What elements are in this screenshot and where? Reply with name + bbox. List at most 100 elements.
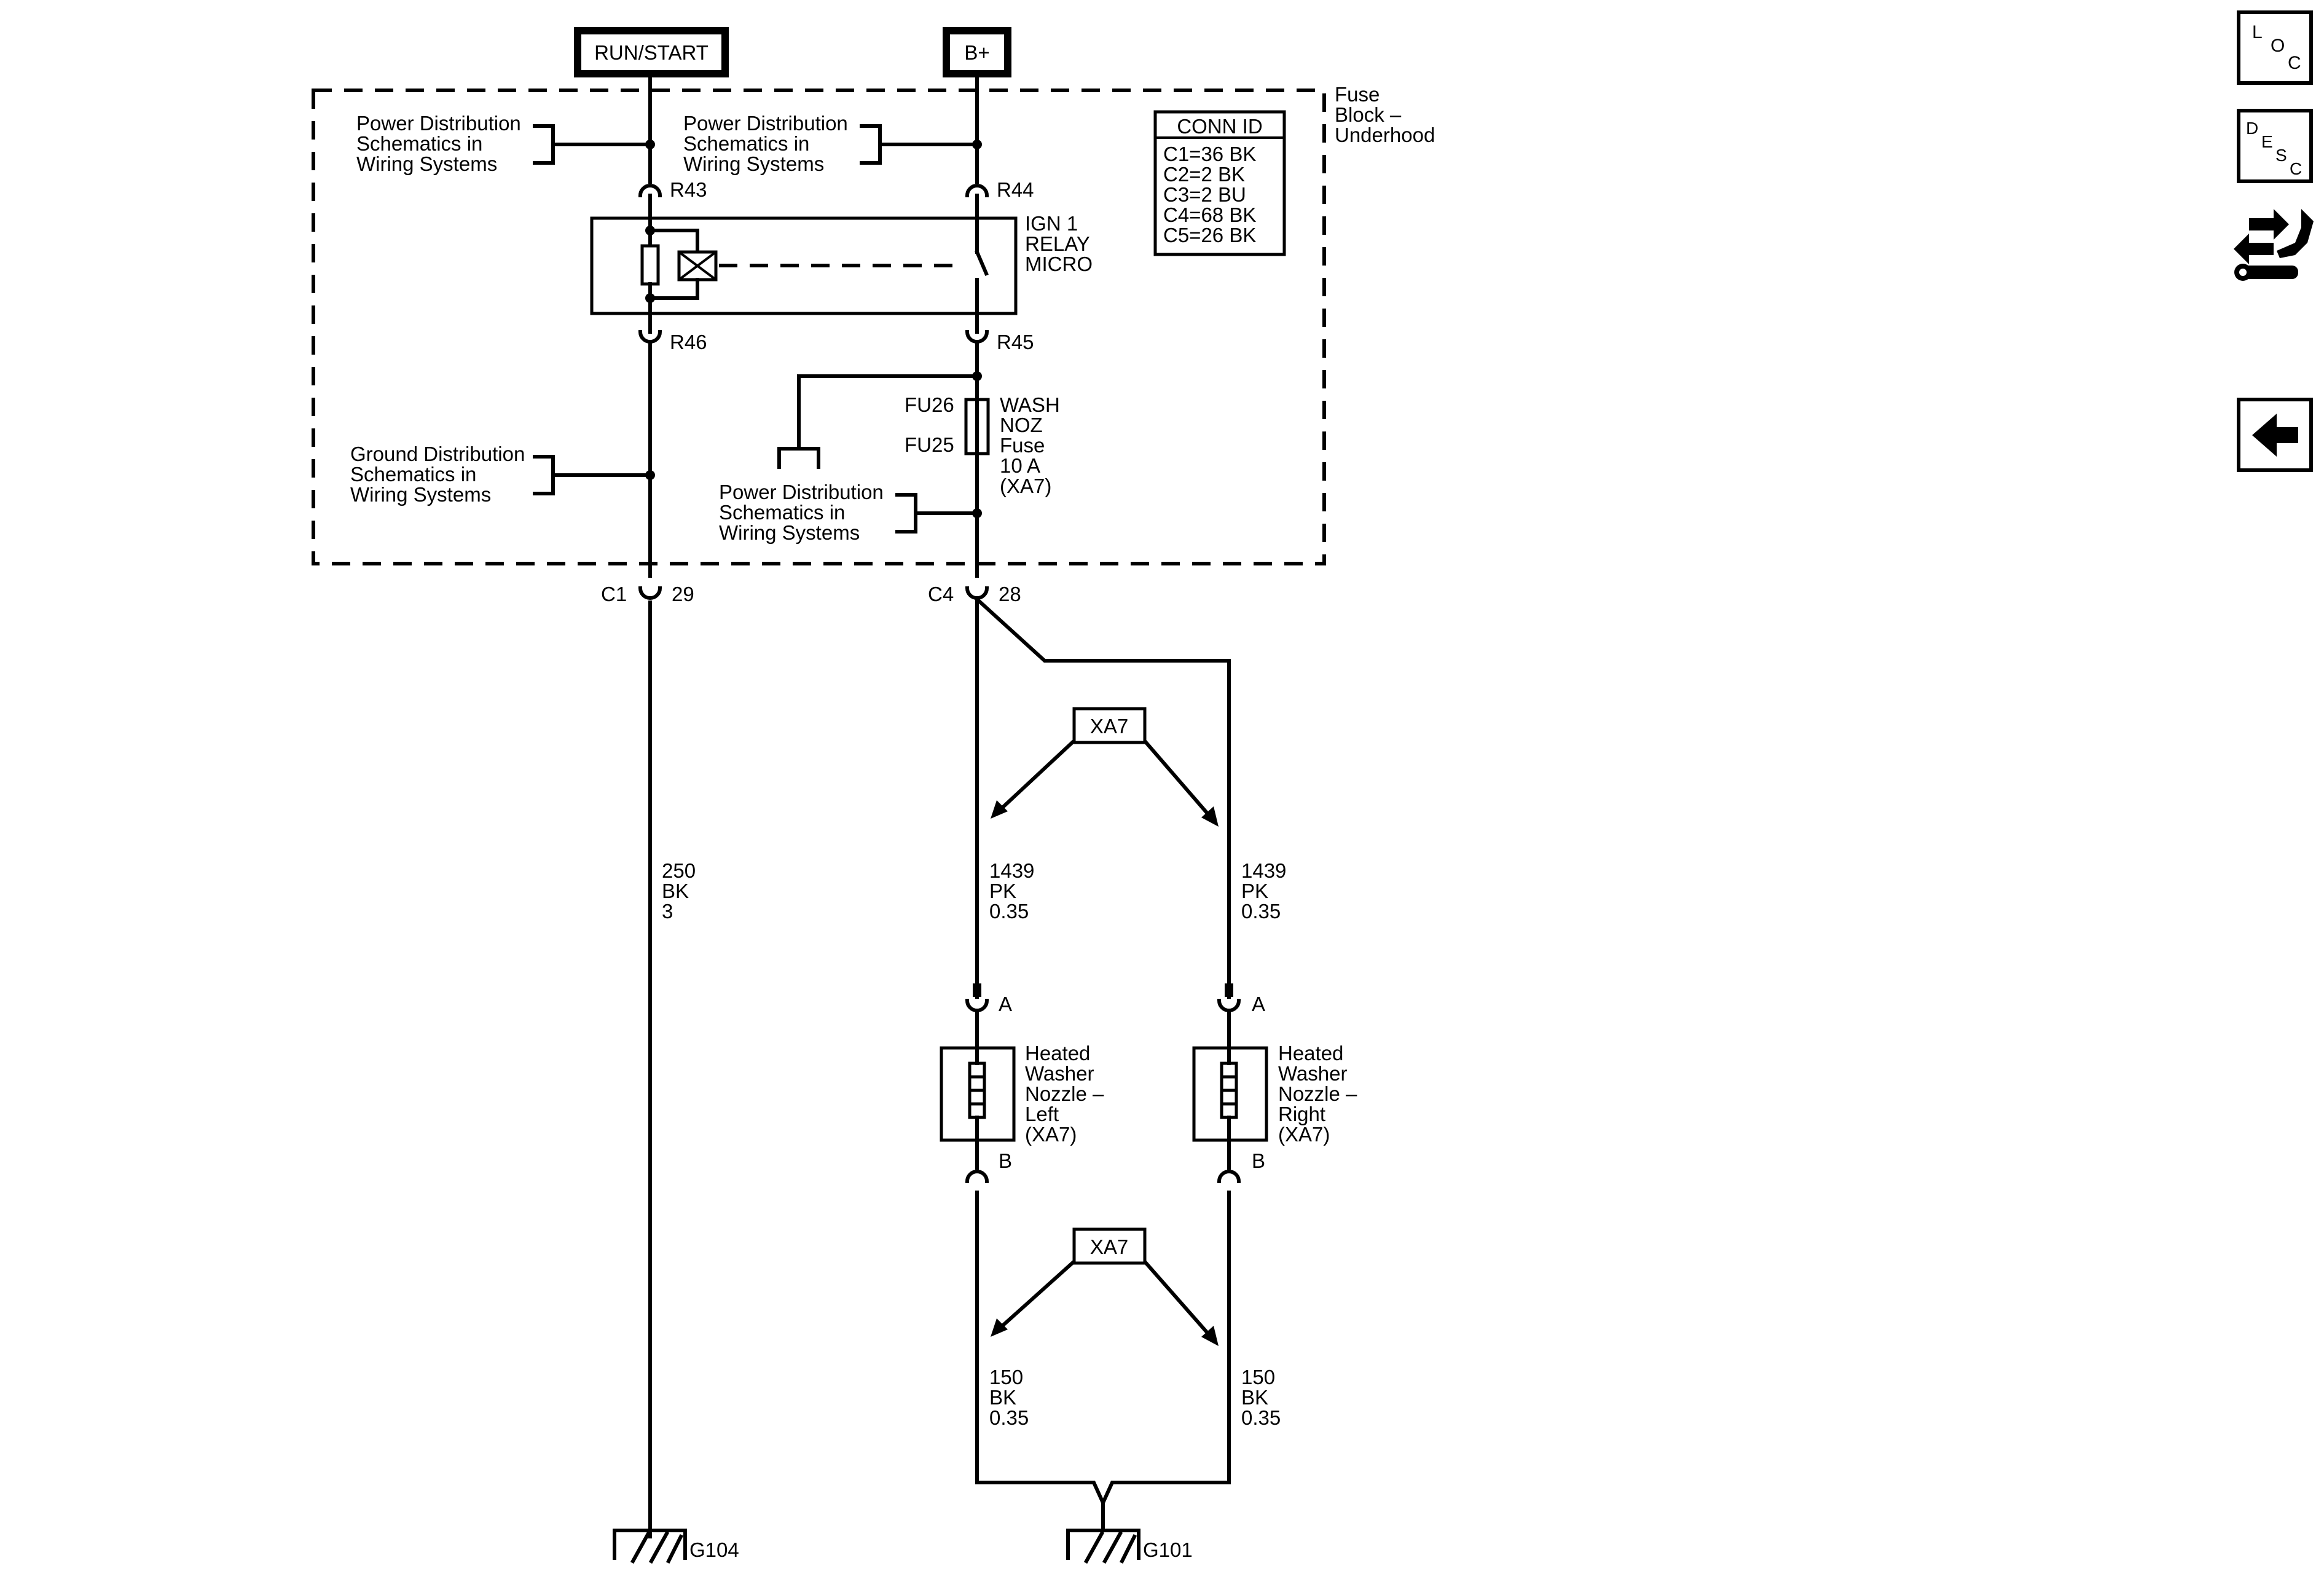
- conn-id-row: C5=26 BK: [1163, 224, 1256, 246]
- svg-text:Power Distribution: Power Distribution: [719, 481, 884, 503]
- svg-text:Washer: Washer: [1278, 1062, 1347, 1085]
- connector-c1: C1: [601, 583, 627, 605]
- svg-text:Fuse: Fuse: [1335, 83, 1380, 106]
- conn-id-table: CONN ID C1=36 BK C2=2 BK C3=2 BU C4=68 B…: [1153, 110, 1286, 256]
- svg-text:0.35: 0.35: [1241, 1406, 1281, 1429]
- svg-text:Nozzle –: Nozzle –: [1025, 1082, 1104, 1105]
- description-icon: D E S C: [2246, 119, 2302, 178]
- svg-text:0.35: 0.35: [1241, 900, 1281, 923]
- b-plus-label: B+: [964, 41, 989, 64]
- svg-text:Left: Left: [1025, 1103, 1059, 1125]
- svg-text:WASH: WASH: [1000, 393, 1060, 416]
- svg-text:Nozzle –: Nozzle –: [1278, 1082, 1357, 1105]
- wire-label-ground-right: 150 BK 0.35: [1241, 1366, 1281, 1429]
- nozzle-right-pin-a: A: [1252, 993, 1265, 1015]
- svg-text:Schematics in: Schematics in: [683, 132, 809, 155]
- back-button[interactable]: [2237, 398, 2313, 472]
- svg-text:Schematics in: Schematics in: [719, 501, 845, 524]
- pin-r46: R46: [670, 331, 707, 353]
- run-start-label: RUN/START: [594, 41, 709, 64]
- svg-text:150: 150: [989, 1366, 1023, 1388]
- svg-text:250: 250: [662, 859, 696, 882]
- svg-text:XA7: XA7: [1090, 1235, 1128, 1258]
- nozzle-left-pin-b: B: [999, 1149, 1012, 1172]
- conn-id-row: C2=2 BK: [1163, 163, 1245, 186]
- wire-label-run-start: 250 BK 3: [662, 859, 696, 923]
- svg-text:(XA7): (XA7): [1000, 474, 1051, 497]
- svg-text:150: 150: [1241, 1366, 1275, 1388]
- pin-r45: R45: [997, 331, 1034, 353]
- heated-washer-nozzle-right: A B Heated Washer Nozzle – Right (XA7): [1192, 982, 1357, 1483]
- svg-text:(XA7): (XA7): [1278, 1123, 1330, 1146]
- b-plus-supply: B+: [943, 27, 1011, 77]
- svg-text:(XA7): (XA7): [1025, 1123, 1077, 1146]
- power-distribution-note-left: Power Distribution Schematics in Wiring …: [356, 112, 521, 175]
- svg-text:Wiring Systems: Wiring Systems: [350, 483, 491, 506]
- svg-text:NOZ: NOZ: [1000, 414, 1043, 436]
- svg-text:Block –: Block –: [1335, 103, 1402, 126]
- svg-text:E: E: [2261, 132, 2273, 151]
- location-button[interactable]: L O C: [2237, 10, 2313, 85]
- location-icon: L O C: [2252, 22, 2301, 73]
- svg-text:PK: PK: [1241, 880, 1268, 902]
- svg-text:L: L: [2252, 22, 2263, 42]
- connector-c4: C4: [928, 583, 954, 605]
- svg-text:Wiring Systems: Wiring Systems: [719, 521, 860, 544]
- svg-text:BK: BK: [1241, 1386, 1268, 1409]
- svg-text:3: 3: [662, 900, 673, 923]
- conn-id-row: C3=2 BU: [1163, 183, 1246, 206]
- pin-r44: R44: [997, 178, 1034, 201]
- svg-text:Ground Distribution: Ground Distribution: [350, 443, 525, 465]
- svg-text:0.35: 0.35: [989, 1406, 1029, 1429]
- ground-g104: G104: [613, 1510, 739, 1564]
- ground-distribution-note: Ground Distribution Schematics in Wiring…: [350, 443, 525, 506]
- option-tag-upper: XA7: [991, 707, 1219, 827]
- ign1-relay-micro: IGN 1 RELAY MICRO: [590, 212, 1093, 315]
- svg-text:Heated: Heated: [1278, 1042, 1343, 1065]
- ground-g101-label: G101: [1143, 1538, 1193, 1561]
- svg-text:Washer: Washer: [1025, 1062, 1094, 1085]
- svg-text:Right: Right: [1278, 1103, 1325, 1125]
- svg-text:Wiring Systems: Wiring Systems: [683, 152, 824, 175]
- conn-id-row: C4=68 BK: [1163, 203, 1256, 226]
- nozzle-right-pin-b: B: [1252, 1149, 1265, 1172]
- ground-g101: G101: [975, 1479, 1231, 1564]
- svg-text:BK: BK: [662, 880, 689, 902]
- svg-text:O: O: [2271, 36, 2285, 56]
- run-start-circuit: [533, 72, 718, 1538]
- b-plus-circuit: [777, 72, 1231, 985]
- back-arrow-icon: [2252, 414, 2298, 457]
- svg-text:Power Distribution: Power Distribution: [356, 112, 521, 135]
- fuse-labels: FU26 FU25 WASH NOZ Fuse 10 A (XA7): [905, 393, 1060, 497]
- diagnostic-tools-button[interactable]: [2234, 209, 2314, 281]
- wire-label-ground-left: 150 BK 0.35: [989, 1366, 1029, 1429]
- nozzle-left-pin-a: A: [999, 993, 1012, 1015]
- power-distribution-note-right: Power Distribution Schematics in Wiring …: [683, 112, 848, 175]
- conn-id-row: C1=36 BK: [1163, 143, 1256, 165]
- fuse-block-boundary: [312, 89, 1326, 565]
- svg-text:0.35: 0.35: [989, 900, 1029, 923]
- svg-text:1439: 1439: [1241, 859, 1286, 882]
- connector-c4-pin: 28: [999, 583, 1021, 605]
- description-button[interactable]: D E S C: [2237, 109, 2313, 183]
- relay-label: IGN 1: [1025, 212, 1078, 235]
- relay-label: MICRO: [1025, 253, 1093, 275]
- power-distribution-note-lower: Power Distribution Schematics in Wiring …: [719, 481, 884, 544]
- svg-text:D: D: [2246, 119, 2258, 138]
- svg-text:XA7: XA7: [1090, 715, 1128, 738]
- run-start-supply: RUN/START: [574, 27, 729, 77]
- svg-text:Underhood: Underhood: [1335, 124, 1435, 146]
- svg-text:BK: BK: [989, 1386, 1016, 1409]
- svg-text:Fuse: Fuse: [1000, 434, 1045, 457]
- wire-label-feed-left: 1439 PK 0.35: [989, 859, 1034, 923]
- svg-text:S: S: [2275, 146, 2287, 165]
- svg-text:Power Distribution: Power Distribution: [683, 112, 848, 135]
- svg-text:PK: PK: [989, 880, 1016, 902]
- svg-text:Wiring Systems: Wiring Systems: [356, 152, 497, 175]
- ground-g104-label: G104: [689, 1538, 739, 1561]
- svg-text:Schematics in: Schematics in: [356, 132, 482, 155]
- svg-text:10 A: 10 A: [1000, 454, 1040, 477]
- svg-text:Schematics in: Schematics in: [350, 463, 476, 486]
- diagnostic-tools-icon: [2234, 209, 2314, 281]
